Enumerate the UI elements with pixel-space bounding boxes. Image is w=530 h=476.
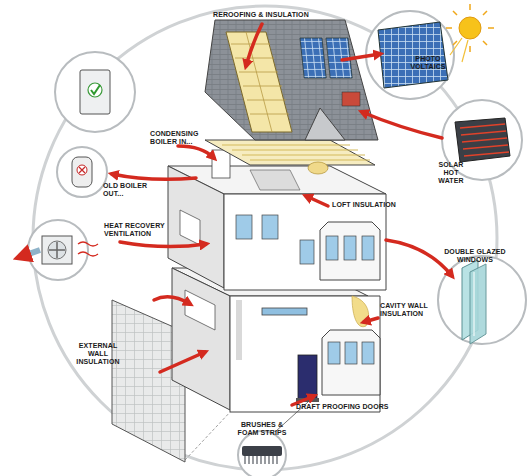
callout-label: SOLAR HOT WATER — [436, 161, 466, 185]
callout-label: CAVITY WALL INSULATION — [380, 302, 438, 318]
frame-circle — [33, 6, 497, 470]
callout-label: BRUSHES & FOAM STRIPS — [232, 421, 292, 437]
callout-label: HEAT RECOVERY VENTILATION — [104, 222, 174, 238]
roof — [205, 20, 378, 140]
old-boiler-inset — [57, 147, 107, 197]
callout-label: PHOTO VOLTAICS — [402, 55, 454, 71]
callout-label: REROOFING & INSULATION — [213, 11, 343, 19]
brushes-inset — [238, 431, 286, 476]
loft-floor — [205, 140, 375, 174]
callout-label: CONDENSING BOILER IN... — [150, 130, 202, 146]
callout-label: OLD BOILER OUT... — [103, 182, 153, 198]
callout-label: DRAFT PROOFING DOORS — [296, 403, 406, 411]
double-glazing-inset — [438, 256, 526, 344]
heat-recovery-inset — [20, 220, 98, 280]
callout-label: LOFT INSULATION — [332, 201, 422, 209]
upper-floor — [168, 150, 386, 290]
condensing-boiler-inset — [55, 52, 135, 132]
callout-label: EXTERNAL WALL INSULATION — [70, 342, 126, 366]
callout-arrows — [112, 24, 452, 405]
callout-label: DOUBLE GLAZED WINDOWS — [440, 248, 510, 264]
photovoltaics-inset — [366, 4, 494, 99]
